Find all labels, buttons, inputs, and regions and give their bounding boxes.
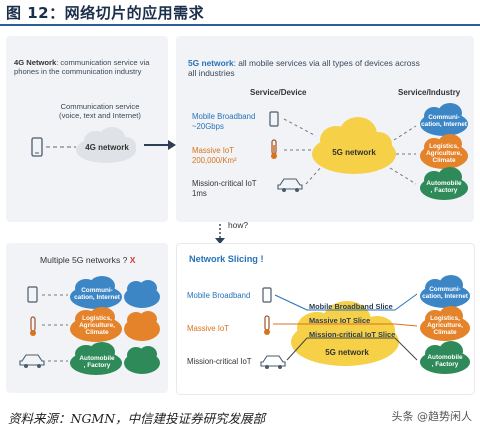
cloud-label-automobile: Automobile , Factory <box>427 354 463 369</box>
industry-label-communication: Communi- cation, Internet <box>421 114 467 129</box>
dashed-link <box>389 167 417 185</box>
watermark: 头条 @趋势闲人 <box>391 410 473 423</box>
cloud-logistics <box>420 134 468 169</box>
panel-5g-graphic <box>269 103 468 200</box>
cloud-5g-label: 5G network <box>325 348 369 357</box>
cloud-logistics <box>420 306 470 341</box>
dashed-link <box>305 165 323 185</box>
slicing-row-iot: Massive IoT <box>187 324 230 333</box>
car-icon <box>260 355 286 369</box>
phone-icon <box>269 111 279 127</box>
slice-line-broadband <box>274 294 308 311</box>
thermometer-icon <box>30 316 36 336</box>
phone-icon <box>27 286 38 303</box>
car-icon <box>277 178 303 192</box>
how-label: how? <box>228 220 249 230</box>
title-rule <box>0 24 480 26</box>
cloud-automobile <box>420 341 470 374</box>
panel-4g-graphic <box>31 127 136 163</box>
panel-multiple: Multiple 5G networks ? X <box>6 243 168 393</box>
panel-slicing: Network Slicing ! Mobile Broadband Massi… <box>176 243 475 395</box>
slice-line-iot <box>394 323 418 327</box>
cloud-4g-label: 4G network <box>85 143 129 152</box>
panel-multiple-heading: Multiple 5G networks ? X <box>40 255 136 265</box>
cloud-label-logistics: Logistics, Agriculture, Climate <box>427 315 463 337</box>
row-mobile-broadband: Mobile Broadband ~20Gbps <box>192 112 256 131</box>
slicing-row-critical: Mission-critical IoT <box>187 357 252 366</box>
cloud-orange-blank <box>124 311 160 341</box>
cloud-automobile <box>420 167 468 200</box>
cloud-communication <box>420 275 470 308</box>
row-massive-iot: Massive IoT 200,000/Km² <box>192 146 237 165</box>
slicing-row-broadband: Mobile Broadband <box>187 291 251 300</box>
phone-icon <box>31 137 43 157</box>
slice-line-broadband <box>394 293 418 311</box>
cloud-automobile <box>70 342 122 375</box>
cloud-5g <box>312 117 396 174</box>
cloud-label-automobile: Automobile , Factory <box>79 355 115 370</box>
arrow-right <box>144 140 176 150</box>
service-label: Communication service (voice, text and I… <box>59 102 141 121</box>
cloud-label-communication: Communi- cation, Internet <box>74 287 120 302</box>
source-note: 资料来源：NGMN，中信建投证券研究发展部 <box>8 411 266 426</box>
slice-label-critical: Mission-critical IoT Slice <box>309 330 396 339</box>
panel-5g: 5G network: all mobile services via all … <box>176 36 474 222</box>
cloud-5g-label: 5G network <box>332 148 376 157</box>
thermometer-icon <box>271 139 277 159</box>
header-service-industry: Service/Industry <box>398 88 461 97</box>
slice-label-iot: Massive IoT Slice <box>309 316 371 325</box>
cloud-green-blank <box>124 346 160 374</box>
slice-line-critical <box>286 337 308 361</box>
cloud-blue-blank <box>124 280 160 308</box>
cloud-logistics <box>70 307 122 342</box>
dashed-link <box>283 118 317 137</box>
slice-line-critical <box>394 337 418 361</box>
x-mark: X <box>129 255 136 265</box>
slice-label-broadband: Mobile Broadband Slice <box>309 302 393 311</box>
panel-4g: 4G Network: communication service via ph… <box>6 36 168 222</box>
row-mission-critical: Mission-critical IoT 1ms <box>192 179 257 198</box>
cloud-communication <box>420 103 468 136</box>
panel-slicing-graphic <box>260 275 470 374</box>
industry-label-automobile: Automobile , Factory <box>426 180 462 195</box>
cloud-communication <box>70 276 122 309</box>
figure-title: 图 12：网络切片的应用需求 <box>6 4 205 22</box>
cloud-label-communication: Communi- cation, Internet <box>422 286 468 301</box>
panel-multiple-graphic <box>19 276 160 375</box>
phone-icon <box>262 287 272 303</box>
panel-5g-heading: 5G network: all mobile services via all … <box>188 58 420 78</box>
cloud-4g <box>76 127 136 163</box>
how-connector <box>215 224 225 244</box>
car-icon <box>19 354 45 368</box>
panel-4g-heading: 4G Network: communication service via ph… <box>14 58 150 77</box>
thermometer-icon <box>264 315 270 335</box>
cloud-label-logistics: Logistics, Agriculture, Climate <box>79 315 115 337</box>
panel-slicing-heading: Network Slicing ! <box>189 254 264 264</box>
header-service-device: Service/Device <box>250 88 307 97</box>
industry-label-logistics: Logistics, Agriculture, Climate <box>426 143 462 165</box>
dashed-link <box>393 125 417 141</box>
